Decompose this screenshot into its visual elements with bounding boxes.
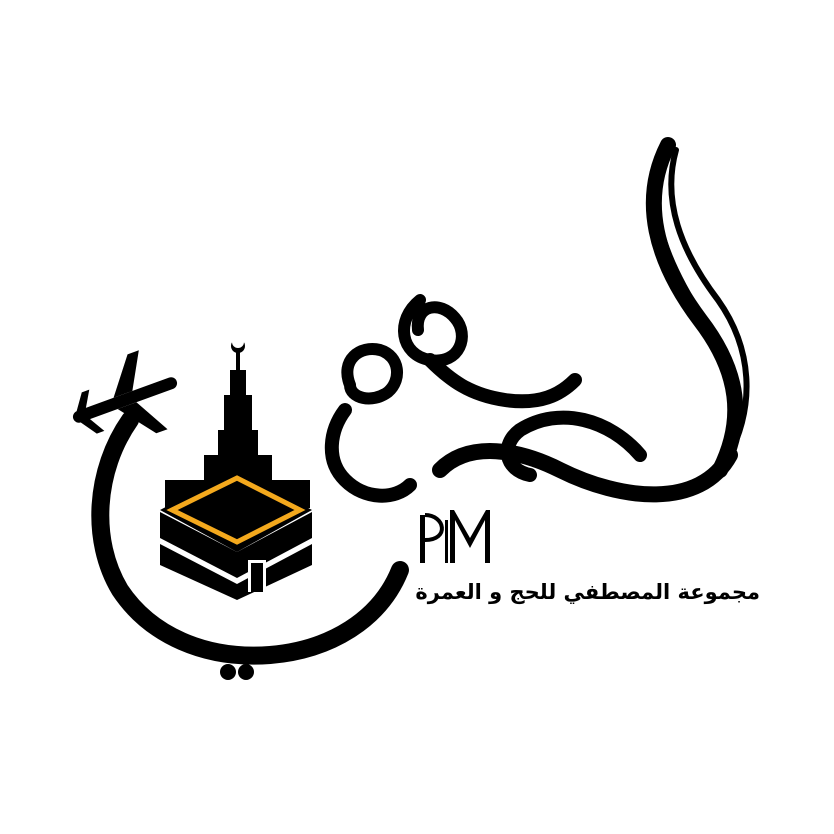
clock-tower-icon <box>204 352 272 485</box>
kaaba-icon <box>160 470 312 600</box>
crescent-icon <box>231 336 245 353</box>
wordmark-calligraphy <box>91 137 750 680</box>
monogram-dpm <box>420 510 490 563</box>
tagline: مجموعة المصطفي للحج و العمرة <box>415 580 760 604</box>
airplane-icon <box>72 350 178 434</box>
